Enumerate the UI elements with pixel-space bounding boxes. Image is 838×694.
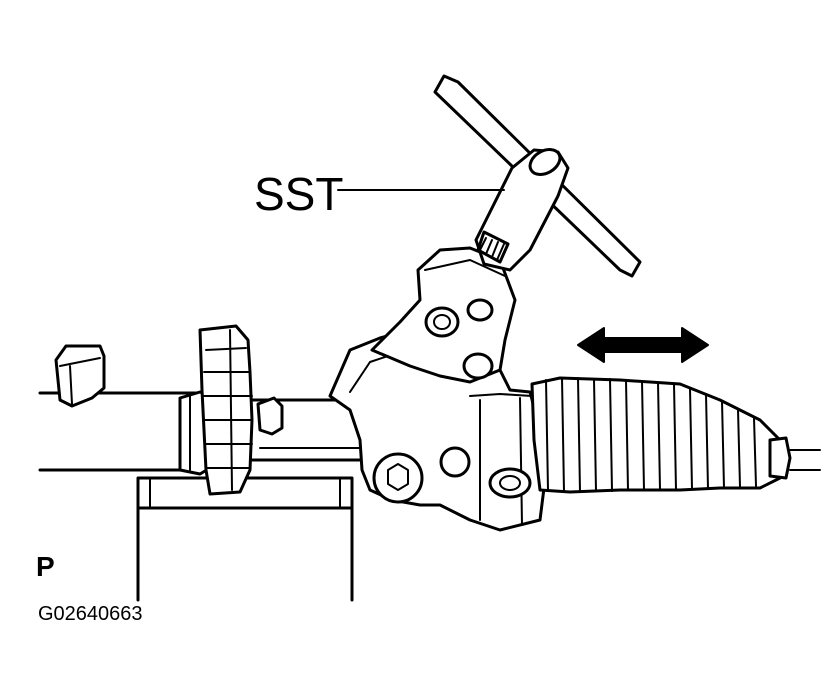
sst-callout: SST bbox=[254, 168, 505, 220]
view-marker: P bbox=[36, 551, 55, 582]
pinion-housing bbox=[370, 246, 517, 384]
figure-code: G02640663 bbox=[38, 603, 143, 625]
support-stand bbox=[136, 476, 354, 602]
dust-boot bbox=[530, 376, 821, 494]
movement-arrow bbox=[577, 327, 709, 363]
tube-fitting bbox=[256, 396, 284, 436]
lock-nut bbox=[198, 324, 254, 496]
clamp-block bbox=[54, 344, 106, 408]
sst-label: SST bbox=[254, 168, 343, 220]
sst-tool bbox=[433, 74, 642, 278]
